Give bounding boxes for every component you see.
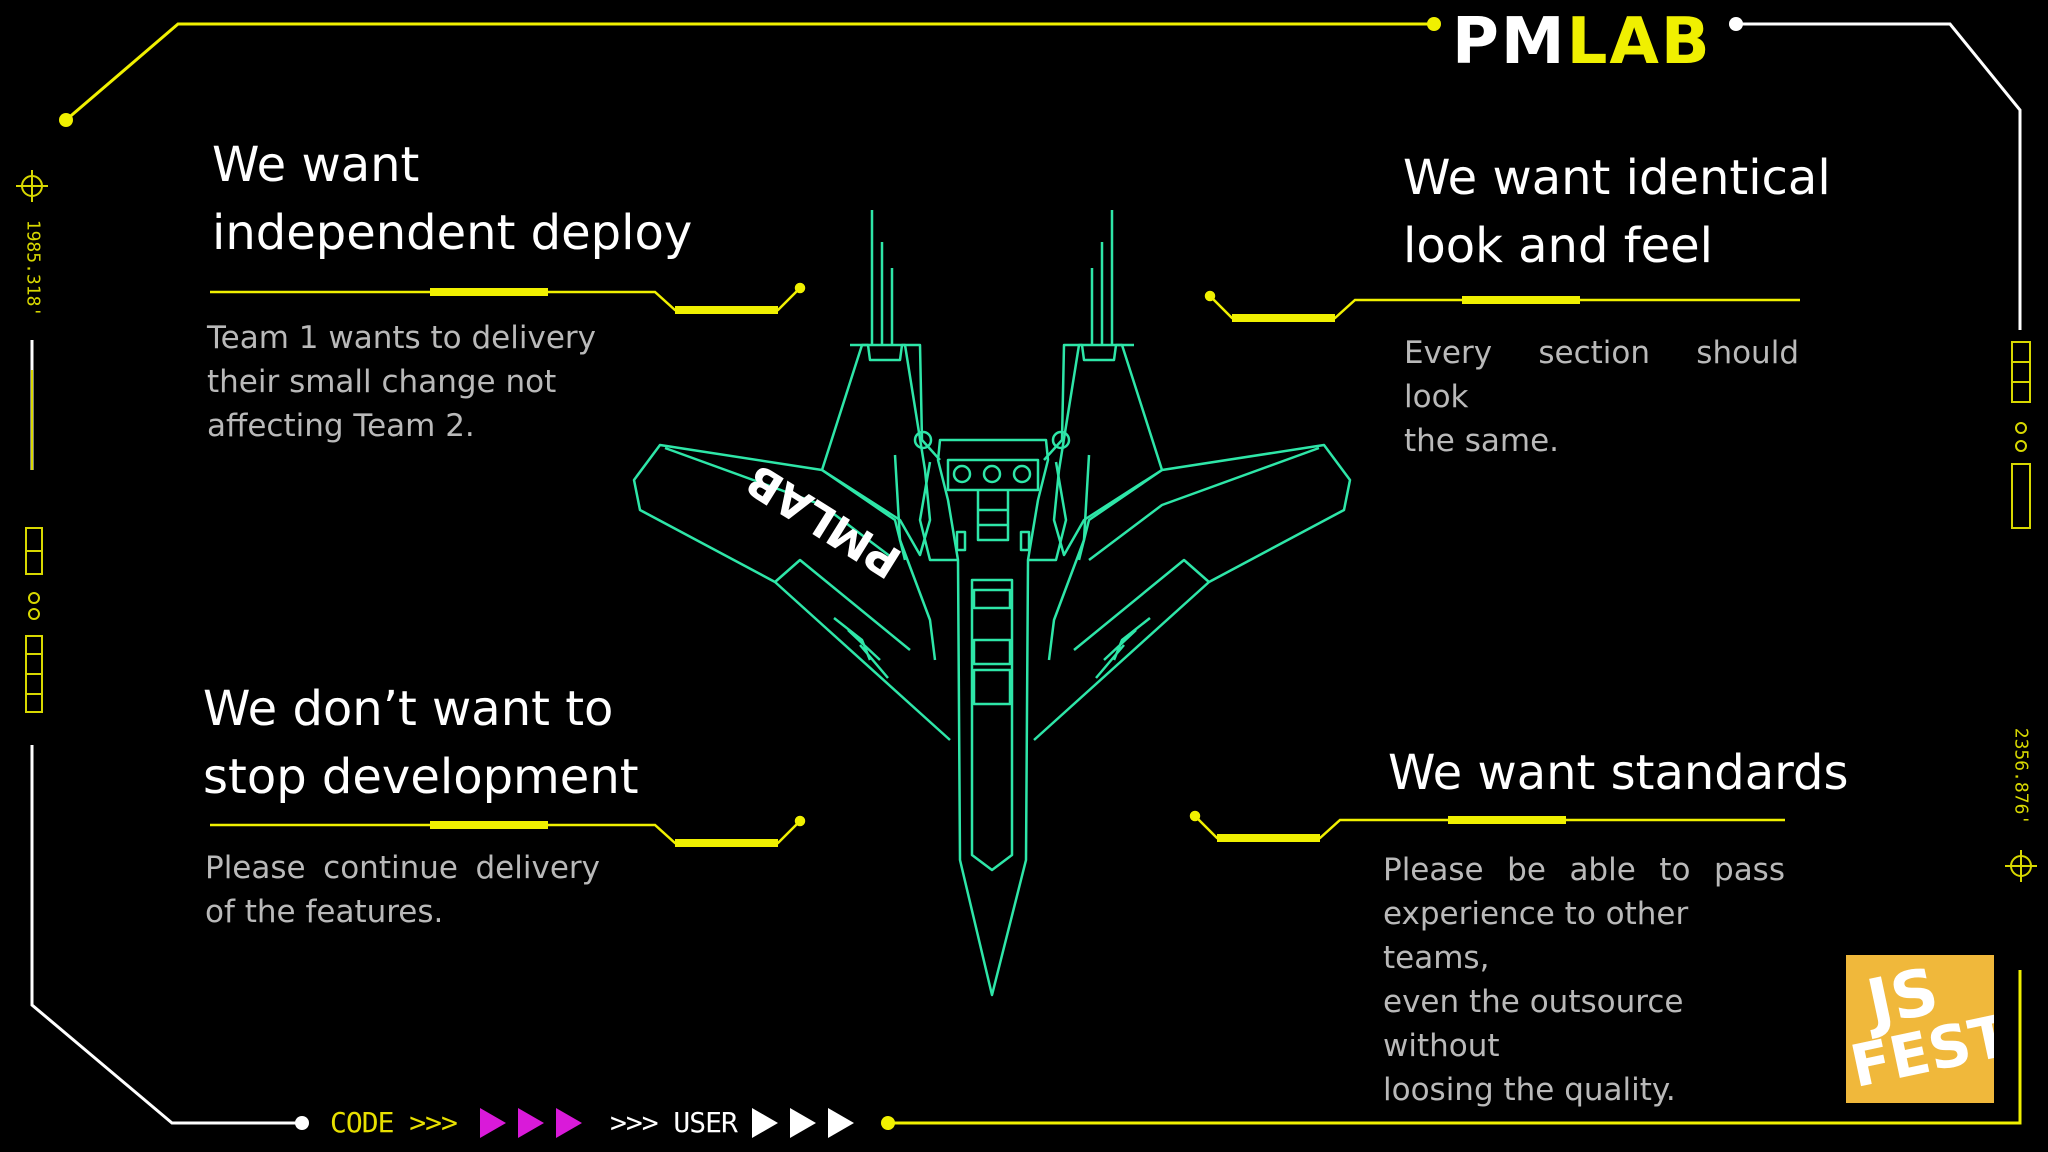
section-title-independent-deploy: We want independent deploy	[212, 137, 693, 261]
section-title-stop-development: We don’t want to stop development	[203, 681, 639, 805]
section-title-standards: We want standards	[1388, 745, 1849, 801]
section-title-identical-look: We want identical look and feel	[1403, 150, 1831, 274]
section-text-stop-development: Please continue delivery of the features…	[205, 850, 600, 930]
section-text-independent-deploy: Team 1 wants to delivery their small cha…	[207, 320, 596, 444]
frame-top-left	[65, 22, 1434, 122]
jsfest-badge: JS FEST	[1846, 955, 1994, 1103]
frame-top-right	[1736, 22, 2022, 330]
frame-bottom-left	[30, 745, 302, 1125]
frame-bottom	[888, 970, 2022, 1125]
right-readout: 2356.876'	[2010, 727, 2032, 826]
user-arrows	[752, 1108, 854, 1138]
section-text-identical-look: Every section should look the same.	[1404, 335, 1799, 459]
left-readout: 1985.318'	[22, 219, 44, 318]
pmlab-logo: PMLAB	[1452, 5, 1712, 79]
user-label: >>> USER	[610, 1106, 738, 1139]
section-text-standards: Please be able to pass experience to oth…	[1383, 852, 1785, 1108]
code-arrows	[480, 1108, 582, 1138]
jet-wireframe	[632, 210, 1352, 997]
code-label: CODE >>>	[330, 1106, 458, 1139]
